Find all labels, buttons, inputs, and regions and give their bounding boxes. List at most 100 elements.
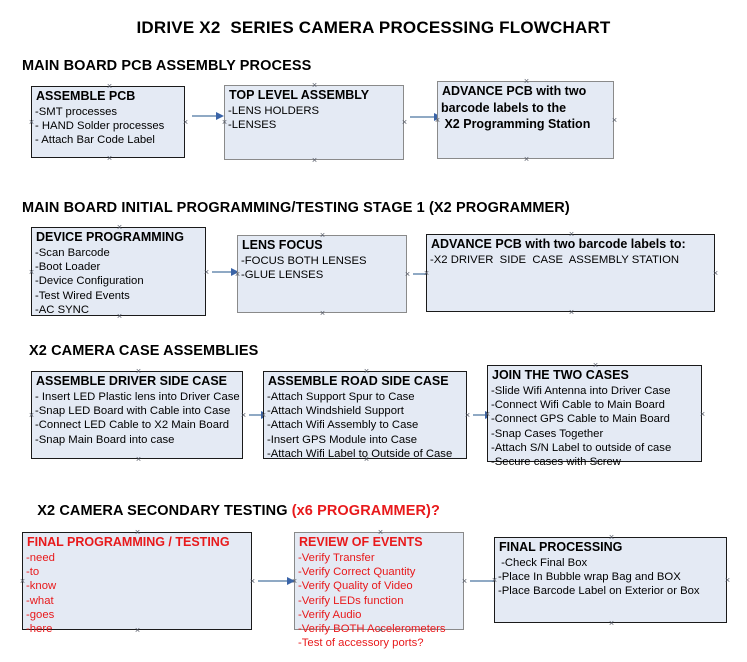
box-line: -Test Wired Events	[35, 289, 130, 302]
connector-handle-top[interactable]	[363, 368, 370, 375]
box-title: REVIEW OF EVENTS	[299, 535, 423, 549]
box-line-list: -Check Final Box -Place In Bubble wrap B…	[495, 556, 726, 599]
box-title: TOP LEVEL ASSEMBLY	[229, 88, 370, 102]
connector-handle-right[interactable]	[464, 412, 471, 419]
box-line: -AC SYNC	[35, 303, 89, 316]
connector-handle-right[interactable]	[401, 119, 408, 126]
connector-handle-top[interactable]	[608, 534, 615, 541]
connector-handle-bottom[interactable]	[311, 157, 318, 164]
connector-handle-top[interactable]	[116, 224, 123, 231]
connector-handle-left[interactable]	[423, 270, 430, 277]
connector-handle-bottom[interactable]	[377, 627, 384, 634]
box-title: ASSEMBLE DRIVER SIDE CASE	[36, 374, 228, 388]
box-line: -Place In Bubble wrap Bag and BOX	[498, 571, 681, 584]
section-heading-initial-programming: MAIN BOARD INITIAL PROGRAMMING/TESTING S…	[22, 200, 570, 216]
connector-handle-left[interactable]	[260, 412, 267, 419]
connector-handle-right[interactable]	[699, 411, 706, 418]
box-line-list: -Slide Wifi Antenna into Driver Case -Co…	[488, 384, 701, 469]
connector-handle-bottom[interactable]	[523, 156, 530, 163]
box-line: -know	[26, 580, 57, 593]
connector-handle-left[interactable]	[234, 271, 241, 278]
connector-handle-right[interactable]	[611, 117, 618, 124]
connector-handle-right[interactable]	[203, 269, 210, 276]
box-title: ASSEMBLE PCB	[36, 89, 136, 103]
process-box-advance-pcb-station[interactable]: ADVANCE PCB with two barcode labels to t…	[437, 81, 614, 159]
box-line-list: -X2 DRIVER SIDE CASE ASSEMBLY STATION	[427, 253, 714, 267]
connector-handle-left[interactable]	[434, 117, 441, 124]
arrow-device-to-lensfocus	[212, 267, 239, 276]
connector-handle-top[interactable]	[319, 232, 326, 239]
box-line: -Slide Wifi Antenna into Driver Case	[491, 385, 671, 397]
connector-handle-bottom[interactable]	[592, 459, 599, 466]
connector-handle-right[interactable]	[712, 270, 719, 277]
process-box-assemble-road-side-case[interactable]: ASSEMBLE ROAD SIDE CASE -Attach Support …	[260, 368, 467, 460]
box-line: -Verify BOTH Accelerometers	[298, 623, 446, 636]
process-box-review-of-events[interactable]: REVIEW OF EVENTS -Verify Transfer -Verif…	[291, 529, 464, 649]
connector-handle-top[interactable]	[377, 529, 384, 536]
connector-handle-right[interactable]	[461, 578, 468, 585]
process-box-assemble-pcb[interactable]: ASSEMBLE PCB -SMT processes - HAND Solde…	[31, 86, 185, 158]
connector-handle-left[interactable]	[19, 578, 26, 585]
connector-handle-left[interactable]	[28, 119, 35, 126]
box-line-list: -FOCUS BOTH LENSES -GLUE LENSES	[238, 254, 406, 282]
process-box-final-processing[interactable]: FINAL PROCESSING -Check Final Box -Place…	[494, 537, 727, 623]
connector-handle-left[interactable]	[221, 119, 228, 126]
section-heading-pcb-assembly: MAIN BOARD PCB ASSEMBLY PROCESS	[22, 58, 312, 74]
box-line: -SMT processes	[35, 106, 118, 118]
box-line: -Verify Audio	[298, 608, 362, 621]
connector-handle-bottom[interactable]	[363, 456, 370, 463]
connector-handle-top[interactable]	[311, 82, 318, 89]
box-line: -Attach Support Spur to Case	[267, 391, 415, 403]
box-title: LENS FOCUS	[242, 238, 323, 252]
process-box-advance-pcb-driver-side[interactable]: ADVANCE PCB with two barcode labels to: …	[426, 234, 715, 312]
connector-handle-right[interactable]	[182, 119, 189, 126]
process-box-device-programming[interactable]: DEVICE PROGRAMMING -Scan Barcode -Boot L…	[31, 227, 206, 316]
connector-handle-bottom[interactable]	[106, 155, 113, 162]
process-box-join-the-two-cases[interactable]: JOIN THE TWO CASES -Slide Wifi Antenna i…	[484, 362, 702, 468]
connector-handle-bottom[interactable]	[135, 456, 142, 463]
connector-handle-top[interactable]	[592, 362, 599, 369]
box-line: X2 Programming Station	[441, 117, 591, 131]
connector-handle-left[interactable]	[291, 578, 298, 585]
connector-handle-bottom[interactable]	[134, 627, 141, 634]
process-box-lens-focus[interactable]: LENS FOCUS -FOCUS BOTH LENSES -GLUE LENS…	[237, 235, 407, 313]
connector-handle-bottom[interactable]	[568, 309, 575, 316]
box-line: -Connect LED Cable to X2 Main Board	[35, 419, 230, 432]
connector-handle-top[interactable]	[523, 78, 530, 85]
process-box-assemble-driver-side-case[interactable]: ASSEMBLE DRIVER SIDE CASE - Insert LED P…	[31, 371, 243, 459]
box-line-list: -SMT processes - HAND Solder processes -…	[32, 105, 184, 148]
connector-handle-bottom[interactable]	[319, 310, 326, 317]
connector-handle-bottom[interactable]	[116, 313, 123, 320]
box-line: - HAND Solder processes	[35, 120, 165, 133]
connector-handle-top[interactable]	[106, 83, 113, 90]
box-line: -Insert GPS Module into Case	[267, 433, 418, 446]
box-line: -Check Final Box	[498, 557, 588, 569]
box-line: -LENS HOLDERS	[228, 105, 320, 117]
box-line: -GLUE LENSES	[241, 269, 324, 282]
section-heading-case-assemblies: X2 CAMERA CASE ASSEMBLIES	[29, 343, 259, 359]
section-heading-text: X2 CAMERA SECONDARY TESTING	[37, 503, 292, 519]
arrow-toplevel-to-advance	[410, 112, 442, 121]
connector-handle-bottom[interactable]	[608, 620, 615, 627]
connector-handle-left[interactable]	[28, 412, 35, 419]
connector-handle-right[interactable]	[404, 271, 411, 278]
connector-handle-top[interactable]	[134, 529, 141, 536]
box-line: -Connect GPS Cable to Main Board	[491, 413, 670, 426]
box-line: - Insert LED Plastic lens into Driver Ca…	[35, 391, 240, 403]
connector-handle-right[interactable]	[724, 577, 731, 584]
box-line-list: - Insert LED Plastic lens into Driver Ca…	[32, 390, 242, 447]
connector-handle-left[interactable]	[484, 411, 491, 418]
box-line: -Place Barcode Label on Exterior or Box	[498, 585, 700, 598]
box-line: -Snap Cases Together	[491, 427, 604, 440]
box-line-list: barcode labels to the X2 Programming Sta…	[438, 100, 613, 132]
box-line-list: -Verify Transfer -Verify Correct Quantit…	[295, 551, 463, 650]
connector-handle-left[interactable]	[28, 269, 35, 276]
process-box-final-programming-testing[interactable]: FINAL PROGRAMMING / TESTING -need -to -k…	[19, 529, 252, 635]
connector-handle-left[interactable]	[491, 577, 498, 584]
connector-handle-right[interactable]	[240, 412, 247, 419]
process-box-top-level-assembly[interactable]: TOP LEVEL ASSEMBLY -LENS HOLDERS -LENSES	[224, 85, 404, 160]
connector-handle-top[interactable]	[568, 231, 575, 238]
connector-handle-right[interactable]	[249, 578, 256, 585]
connector-handle-top[interactable]	[135, 368, 142, 375]
box-line: -Verify Quality of Video	[298, 580, 413, 593]
